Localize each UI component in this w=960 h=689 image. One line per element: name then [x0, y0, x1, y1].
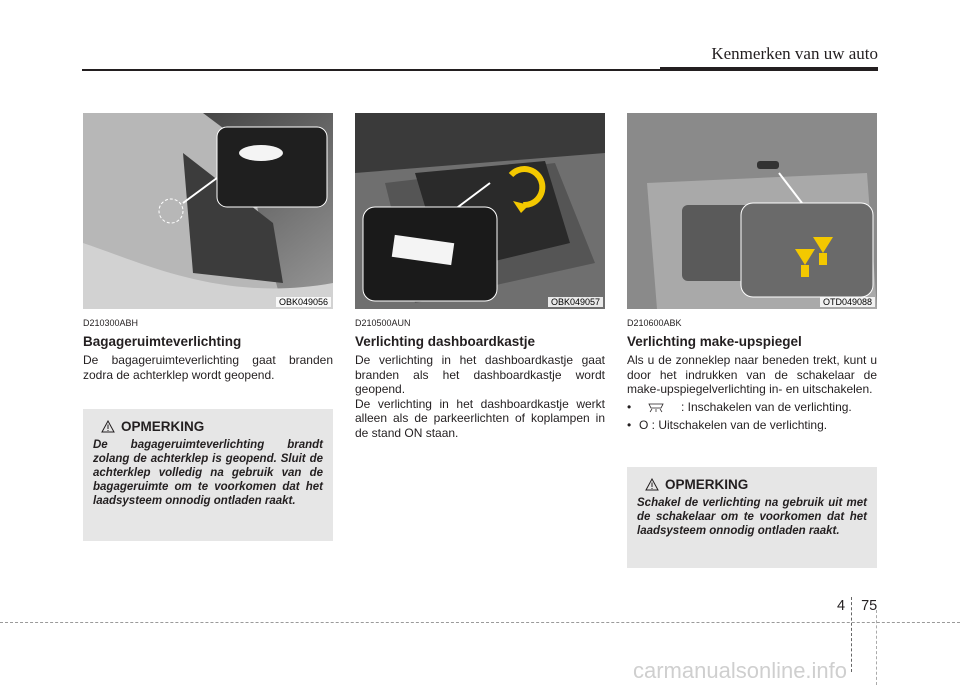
bullet-text: : Inschakelen van de verlichting. [681, 399, 852, 414]
photo-code: OTD049088 [819, 297, 875, 307]
section-title: Bagageruimteverlichting [83, 334, 242, 349]
page-number-value: 75 [861, 598, 878, 614]
section-body: De verlichting in het dashboardkastje ga… [355, 353, 605, 396]
section-glovebox-light: D210500AUN Verlichting dashboardkastje D… [355, 318, 605, 440]
warning-icon [101, 420, 115, 433]
note-box: OPMERKING De bagageruimteverlichting bra… [83, 409, 333, 541]
bullet-item: • O : Uitschakelen van de verlichting. [627, 417, 828, 432]
page-number: 4 75 [837, 598, 877, 614]
section-trunk-light: D210300ABH Bagageruimteverlichting De ba… [83, 318, 333, 382]
section-body: De verlichting in het dashboardkastje we… [355, 396, 605, 440]
section-body: De bagageruimteverlichting gaat branden … [83, 353, 333, 382]
note-box: OPMERKING Schakel de verlichting na gebr… [627, 467, 877, 568]
note-text: De bagageruimteverlichting brandt zolang… [93, 439, 323, 507]
bullet-item: • : Inschakelen van de verlichting. [627, 399, 852, 414]
note-title: OPMERKING [665, 477, 749, 492]
watermark: carmanualsonline.info [633, 658, 848, 683]
photo-code: OBK049057 [547, 297, 603, 307]
page-margin-mark [876, 610, 878, 685]
trunk-light-photo: OBK049056 [83, 113, 333, 309]
section-body: Als u de zonneklep naar beneden trekt, k… [627, 353, 877, 396]
section-code: D210600ABK [627, 318, 682, 328]
running-header: Kenmerken van uw auto [711, 44, 878, 63]
section-title: Verlichting dashboardkastje [355, 334, 536, 349]
section-vanity-mirror-light: D210600ABK Verlichting make-upspiegel Al… [627, 318, 877, 433]
page-number-divider [851, 597, 853, 672]
photo-code: OBK049056 [275, 297, 331, 307]
bullet-text: O : Uitschakelen van de verlichting. [639, 417, 828, 432]
glovebox-light-photo: OBK049057 [355, 113, 605, 309]
section-code: D210500AUN [355, 318, 411, 328]
section-number: 4 [837, 598, 846, 614]
note-text: Schakel de verlichting na gebruik uit me… [637, 497, 867, 537]
header-rule [82, 69, 878, 71]
section-code: D210300ABH [83, 318, 139, 328]
vanity-mirror-light-photo: OTD049088 [627, 113, 877, 309]
lamp-on-icon [648, 403, 664, 412]
header-rule-accent [660, 67, 878, 71]
note-title: OPMERKING [121, 419, 205, 434]
warning-icon [645, 478, 659, 491]
section-title: Verlichting make-upspiegel [627, 334, 802, 349]
footer-rule [0, 622, 960, 623]
